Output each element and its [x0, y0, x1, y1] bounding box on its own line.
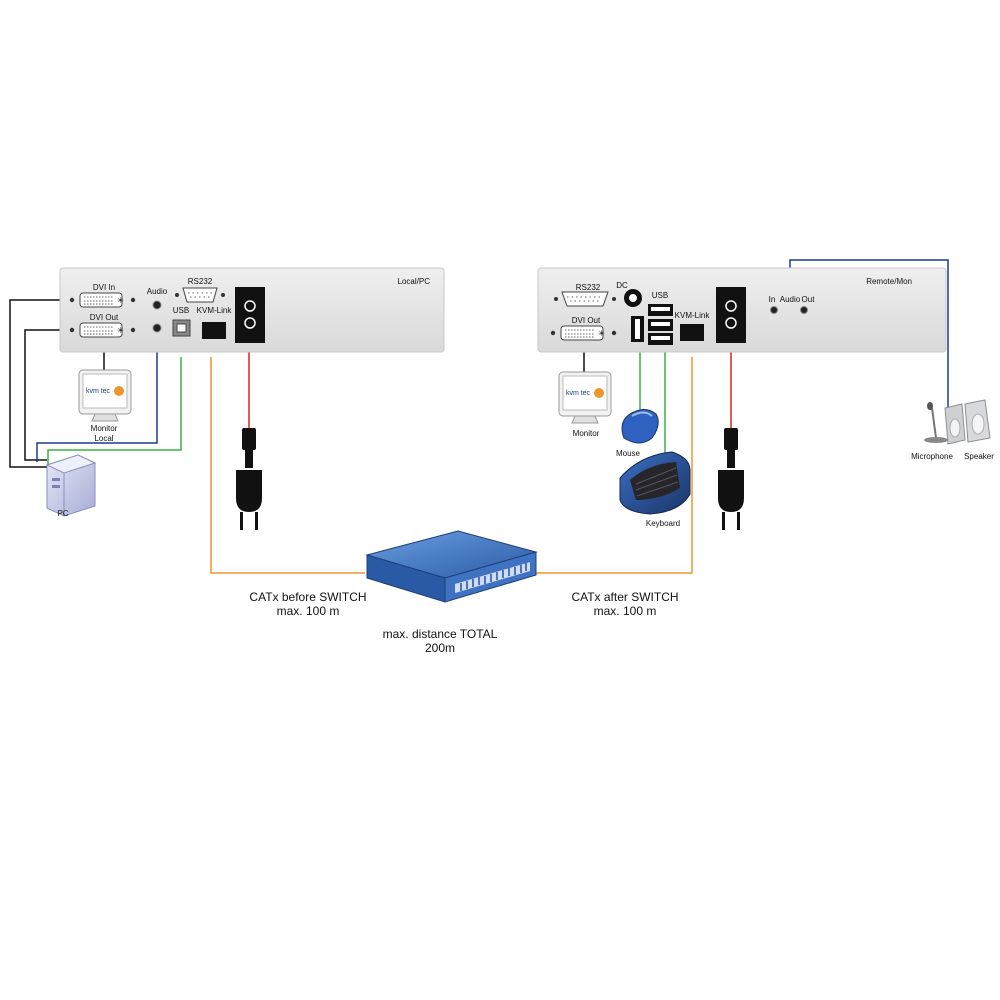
dvi-in-cable: [9, 299, 66, 468]
rs232-port: [175, 287, 225, 303]
remote-usb-ports: [631, 304, 673, 345]
cables: [9, 259, 949, 574]
dvi-out-label: DVI Out: [90, 313, 119, 322]
total-distance-label: max. distance TOTAL: [383, 627, 498, 641]
pc-label: PC: [57, 509, 68, 518]
remote-kvm-link-label: KVM-Link: [675, 311, 711, 320]
speaker-icon: [944, 399, 991, 445]
remote-rs232-label: RS232: [576, 283, 601, 292]
remote-monitor-label: Monitor: [573, 429, 600, 438]
dvi-in-label: DVI In: [93, 283, 115, 292]
local-unit-panel: Local/PC ✳ DVI In ✳ DVI Out Audio: [59, 267, 445, 353]
usb-label: USB: [173, 306, 189, 315]
keyboard-icon: [619, 451, 691, 515]
brand-logo-icon: [114, 386, 124, 396]
audio-in-jack: [770, 306, 778, 314]
dc-label: DC: [616, 281, 628, 290]
total-distance-value: 200m: [425, 641, 455, 655]
remote-brand-logo-icon: [594, 388, 604, 398]
local-monitor-label: Monitor: [91, 424, 118, 433]
remote-unit-panel: Remote/Mon RS232 DC DVI Out ✳ USB: [537, 267, 947, 353]
local-monitor-sublabel: Local: [94, 434, 113, 443]
usb-b-port: [172, 319, 191, 337]
mouse-icon: [621, 409, 659, 444]
kvm-link-label: KVM-Link: [197, 306, 233, 315]
local-unit-name: Local/PC: [398, 277, 431, 286]
audio-jack-top: [152, 300, 162, 310]
local-usb-cable: [47, 357, 182, 465]
audio-in-label: In: [769, 295, 776, 304]
catx-after-switch-distance: max. 100 m: [594, 604, 657, 618]
kvm-link-port: [202, 322, 226, 339]
svg-text:✳: ✳: [598, 329, 605, 338]
remote-rs232-port: [554, 291, 616, 307]
dvi-out-port: ✳: [69, 322, 136, 338]
remote-dvi-out-port: ✳: [550, 325, 617, 341]
audio-label: Audio: [147, 287, 168, 296]
local-monitor-brand: kvm tec: [86, 388, 111, 395]
keyboard-label: Keyboard: [646, 519, 680, 528]
mouse-label: Mouse: [616, 449, 641, 458]
svg-text:✳: ✳: [117, 296, 124, 305]
speaker-label: Speaker: [964, 452, 994, 461]
remote-usb-label: USB: [652, 291, 668, 300]
audio-out-jack: [800, 306, 808, 314]
dvi-in-port: ✳: [69, 292, 136, 308]
catx-before-switch-label: CATx before SWITCH: [249, 590, 366, 604]
remote-monitor: kvm tec: [558, 371, 612, 424]
catx-after-switch-cable: [535, 357, 693, 574]
local-audio-cable: [36, 343, 158, 462]
microphone-icon: [924, 402, 948, 443]
remote-unit-name: Remote/Mon: [866, 277, 912, 286]
microphone-label: Microphone: [911, 452, 953, 461]
remote-dvi-out-label: DVI Out: [572, 316, 601, 325]
audio-out-label: Out: [802, 295, 816, 304]
power-socket: [235, 287, 265, 343]
local-power-plug-icon: [236, 428, 262, 530]
network-switch-icon: [365, 530, 538, 603]
local-monitor: kvm tec: [78, 369, 132, 422]
remote-audio-label: Audio: [780, 295, 801, 304]
dc-jack: [624, 289, 642, 307]
rs232-label: RS232: [188, 277, 213, 286]
remote-power-socket: [716, 287, 746, 343]
catx-after-switch-label: CATx after SWITCH: [571, 590, 678, 604]
svg-text:✳: ✳: [117, 326, 124, 335]
catx-before-switch-cable: [210, 357, 365, 574]
catx-before-switch-distance: max. 100 m: [277, 604, 340, 618]
remote-power-plug-icon: [718, 428, 744, 530]
remote-kvm-link-port: [680, 324, 704, 341]
audio-jack-bottom: [152, 323, 162, 333]
remote-monitor-brand: kvm tec: [566, 390, 591, 397]
dvi-out-to-pc-cable: [24, 329, 66, 461]
pc-tower-icon: [45, 454, 97, 517]
